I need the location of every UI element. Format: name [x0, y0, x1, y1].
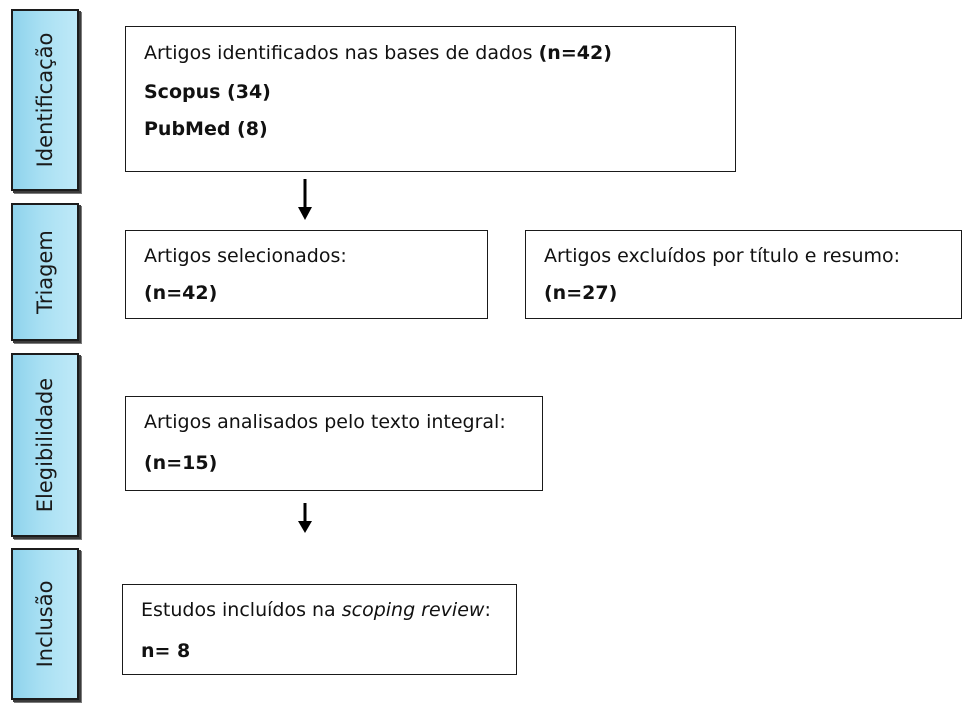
- selected-text: Artigos selecionados:: [144, 245, 347, 267]
- included-box: Estudos incluídos na scoping review: n= …: [122, 584, 517, 675]
- arrow-down-icon: [298, 503, 312, 533]
- identified-count: (n=42): [538, 42, 612, 64]
- source-pubmed: PubMed (8): [144, 117, 268, 140]
- arrow-down-icon: [298, 179, 312, 220]
- included-text-end: :: [484, 599, 491, 621]
- identified-box: Artigos identificados nas bases de dados…: [125, 26, 736, 172]
- stage-eligibility-label: Elegibilidade: [33, 377, 57, 513]
- fulltext-count: (n=15): [144, 451, 218, 474]
- identified-line: Artigos identificados nas bases de dados…: [144, 42, 717, 65]
- excluded-text: Artigos excluídos por título e resumo:: [544, 245, 901, 267]
- stage-screening-label: Triagem: [33, 230, 57, 314]
- stage-identification-label: Identificação: [33, 32, 57, 168]
- stage-inclusion: Inclusão: [11, 548, 79, 700]
- stage-inclusion-label: Inclusão: [33, 580, 57, 668]
- selected-count: (n=42): [144, 281, 218, 304]
- excluded-count: (n=27): [544, 281, 618, 304]
- fulltext-text: Artigos analisados pelo texto integral:: [144, 411, 506, 433]
- selected-box: Artigos selecionados: (n=42): [125, 230, 488, 319]
- included-count: n= 8: [141, 639, 191, 662]
- fulltext-box: Artigos analisados pelo texto integral: …: [125, 396, 543, 491]
- included-text-italic: scoping review: [341, 599, 485, 621]
- stage-eligibility: Elegibilidade: [11, 353, 79, 537]
- included-text: Estudos incluídos na: [141, 599, 342, 621]
- stage-screening: Triagem: [11, 203, 79, 341]
- excluded-box: Artigos excluídos por título e resumo: (…: [525, 230, 962, 319]
- identified-text: Artigos identificados nas bases de dados: [144, 42, 539, 64]
- included-line: Estudos incluídos na scoping review:: [141, 599, 498, 622]
- source-scopus: Scopus (34): [144, 80, 271, 103]
- stage-identification: Identificação: [11, 9, 79, 191]
